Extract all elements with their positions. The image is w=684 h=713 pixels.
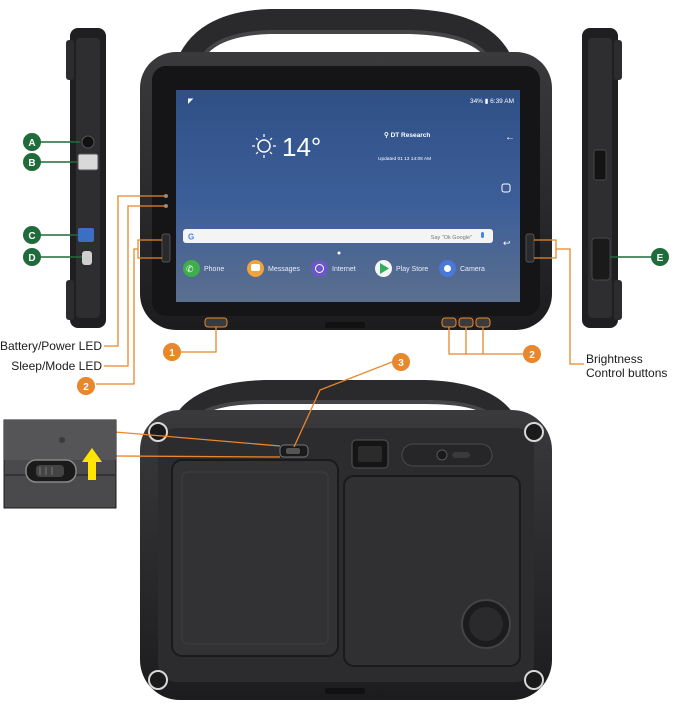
dc-jack-port	[81, 135, 95, 149]
back-nav-icon[interactable]: ←	[505, 132, 515, 143]
speaker-grille	[461, 599, 511, 649]
app-internet[interactable]: Internet	[311, 260, 356, 277]
svg-text:Play Store: Play Store	[396, 266, 428, 273]
app-messages[interactable]: Messages	[247, 260, 300, 277]
right-side-view	[582, 28, 622, 328]
badge-e: E	[610, 248, 669, 266]
status-bar-text: 34% ▮ 6:39 AM	[470, 98, 514, 105]
callout-lines-front	[96, 195, 584, 385]
front-left-buttons[interactable]	[161, 233, 171, 263]
rear-view	[140, 380, 552, 700]
battery-led-label: Battery/Power LED	[0, 339, 102, 353]
badge-c: C	[23, 226, 78, 244]
app-camera[interactable]: Camera	[439, 260, 485, 277]
svg-text:2: 2	[83, 382, 89, 393]
badge-a: A	[23, 133, 80, 151]
search-hint: Say "Ok Google"	[431, 235, 472, 241]
svg-text:E: E	[657, 253, 664, 264]
badge-b: B	[23, 153, 78, 171]
brightness-label-line2: Control buttons	[586, 366, 667, 380]
left-side-view	[66, 28, 106, 328]
front-right-buttons[interactable]	[525, 233, 535, 263]
badge-2-left: 2	[77, 377, 95, 395]
notification-icon: ◤	[188, 98, 194, 105]
svg-text:C: C	[28, 231, 35, 242]
arrow-up-icon	[82, 448, 102, 480]
latch-zoom-inset	[3, 419, 281, 509]
front-view: 34% ▮ 6:39 AM ◤ 14° ⚲ DT Research Update…	[140, 8, 552, 330]
mic-icon	[481, 232, 484, 238]
usb-port	[78, 228, 94, 242]
badge-d: D	[23, 248, 82, 266]
google-search-bar[interactable]: G Say "Ok Google"	[183, 229, 493, 243]
app-phone[interactable]: ✆ Phone	[183, 260, 224, 277]
phone-icon: ✆	[186, 265, 194, 275]
bottom-button-2[interactable]	[458, 317, 474, 328]
bottom-button-1[interactable]	[441, 317, 457, 328]
svg-text:1: 1	[169, 348, 175, 359]
battery-cover[interactable]	[171, 459, 339, 657]
svg-text:D: D	[28, 253, 35, 264]
usb-c-port	[82, 251, 92, 265]
recents-nav-icon[interactable]: ↩	[503, 238, 511, 248]
app-play-store[interactable]: Play Store	[375, 260, 428, 277]
badge-2-right: 2	[523, 345, 541, 363]
camera-icon	[444, 265, 451, 272]
svg-text:B: B	[28, 158, 35, 169]
svg-text:Internet: Internet	[332, 266, 356, 273]
badge-1: 1	[163, 343, 181, 361]
svg-text:A: A	[28, 138, 35, 149]
app-dock: ✆ Phone Messages Internet Play Store	[183, 260, 485, 277]
side-cover-e[interactable]	[591, 237, 611, 281]
svg-text:Messages: Messages	[268, 266, 300, 273]
home-nav-icon[interactable]	[501, 183, 511, 193]
sun-icon	[252, 134, 276, 158]
bottom-button-3[interactable]	[475, 317, 491, 328]
updated-text: Updated 01 13 14:08 AM	[378, 156, 431, 162]
svg-text:3: 3	[398, 358, 404, 369]
bottom-button-left[interactable]	[204, 317, 228, 328]
callout-3: 3	[293, 353, 410, 448]
play-store-icon	[380, 263, 389, 274]
google-g-icon: G	[188, 233, 194, 242]
card-slot	[593, 149, 607, 181]
location-text: ⚲ DT Research	[384, 131, 430, 139]
sleep-led-label: Sleep/Mode LED	[11, 359, 102, 373]
front-screen	[176, 90, 520, 302]
weather-temperature: 14°	[282, 132, 321, 162]
ethernet-port	[77, 153, 99, 171]
internet-icon	[315, 264, 324, 273]
messages-icon	[251, 264, 260, 271]
svg-text:Phone: Phone	[204, 266, 224, 273]
brightness-label-line1: Brightness	[586, 352, 643, 366]
svg-text:2: 2	[529, 350, 535, 361]
svg-text:Camera: Camera	[460, 266, 485, 273]
